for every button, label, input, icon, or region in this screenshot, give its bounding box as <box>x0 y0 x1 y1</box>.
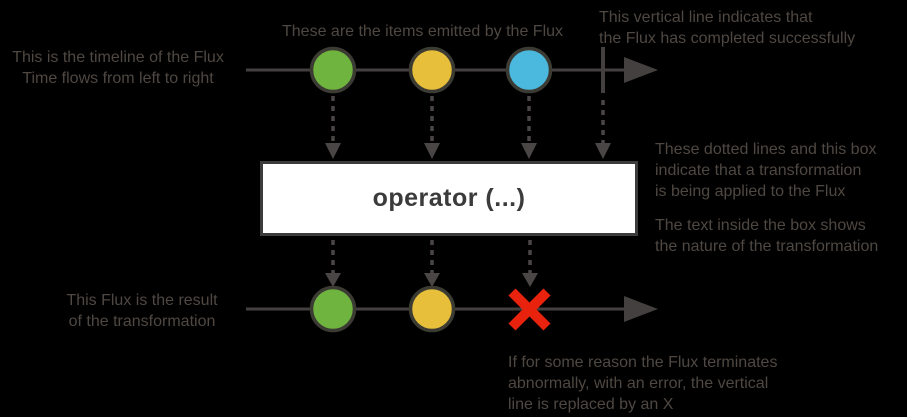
dotted-arrowhead-icon <box>424 143 440 159</box>
dotted-arrowhead-icon <box>325 143 341 159</box>
dotted-arrowhead-icon <box>522 273 538 287</box>
dotted-arrowhead-icon <box>325 273 341 287</box>
dotted-arrowhead-icon <box>595 143 611 159</box>
result-annotation: This Flux is the result of the transform… <box>66 292 218 330</box>
result-marble-yellow <box>408 285 456 333</box>
source-marble-green <box>309 46 357 94</box>
dotted-arrowhead-icon <box>521 143 537 159</box>
error-x-stroke <box>508 288 551 331</box>
source-timeline-arrowhead-icon <box>624 57 658 83</box>
result-timeline-arrowhead-icon <box>624 296 658 322</box>
operator-label: operator (...) <box>372 184 526 212</box>
dotted-arrowhead-icon <box>424 273 440 287</box>
operator-text-annotation: The text inside the box shows the nature… <box>655 217 879 255</box>
error-x-icon <box>508 288 551 331</box>
source-marble-blue <box>505 46 553 94</box>
transformation-annotation: These dotted lines and this box indicate… <box>655 141 877 200</box>
error-annotation: If for some reason the Flux terminates a… <box>508 354 778 413</box>
complete-annotation: This vertical line indicates that the Fl… <box>599 9 856 47</box>
result-marble-green <box>309 285 357 333</box>
timeline-annotation: This is the timeline of the Flux Time fl… <box>12 49 224 87</box>
items-annotation: These are the items emitted by the Flux <box>282 23 564 40</box>
operator-box: operator (...) <box>260 161 638 236</box>
source-marble-yellow <box>408 46 456 94</box>
